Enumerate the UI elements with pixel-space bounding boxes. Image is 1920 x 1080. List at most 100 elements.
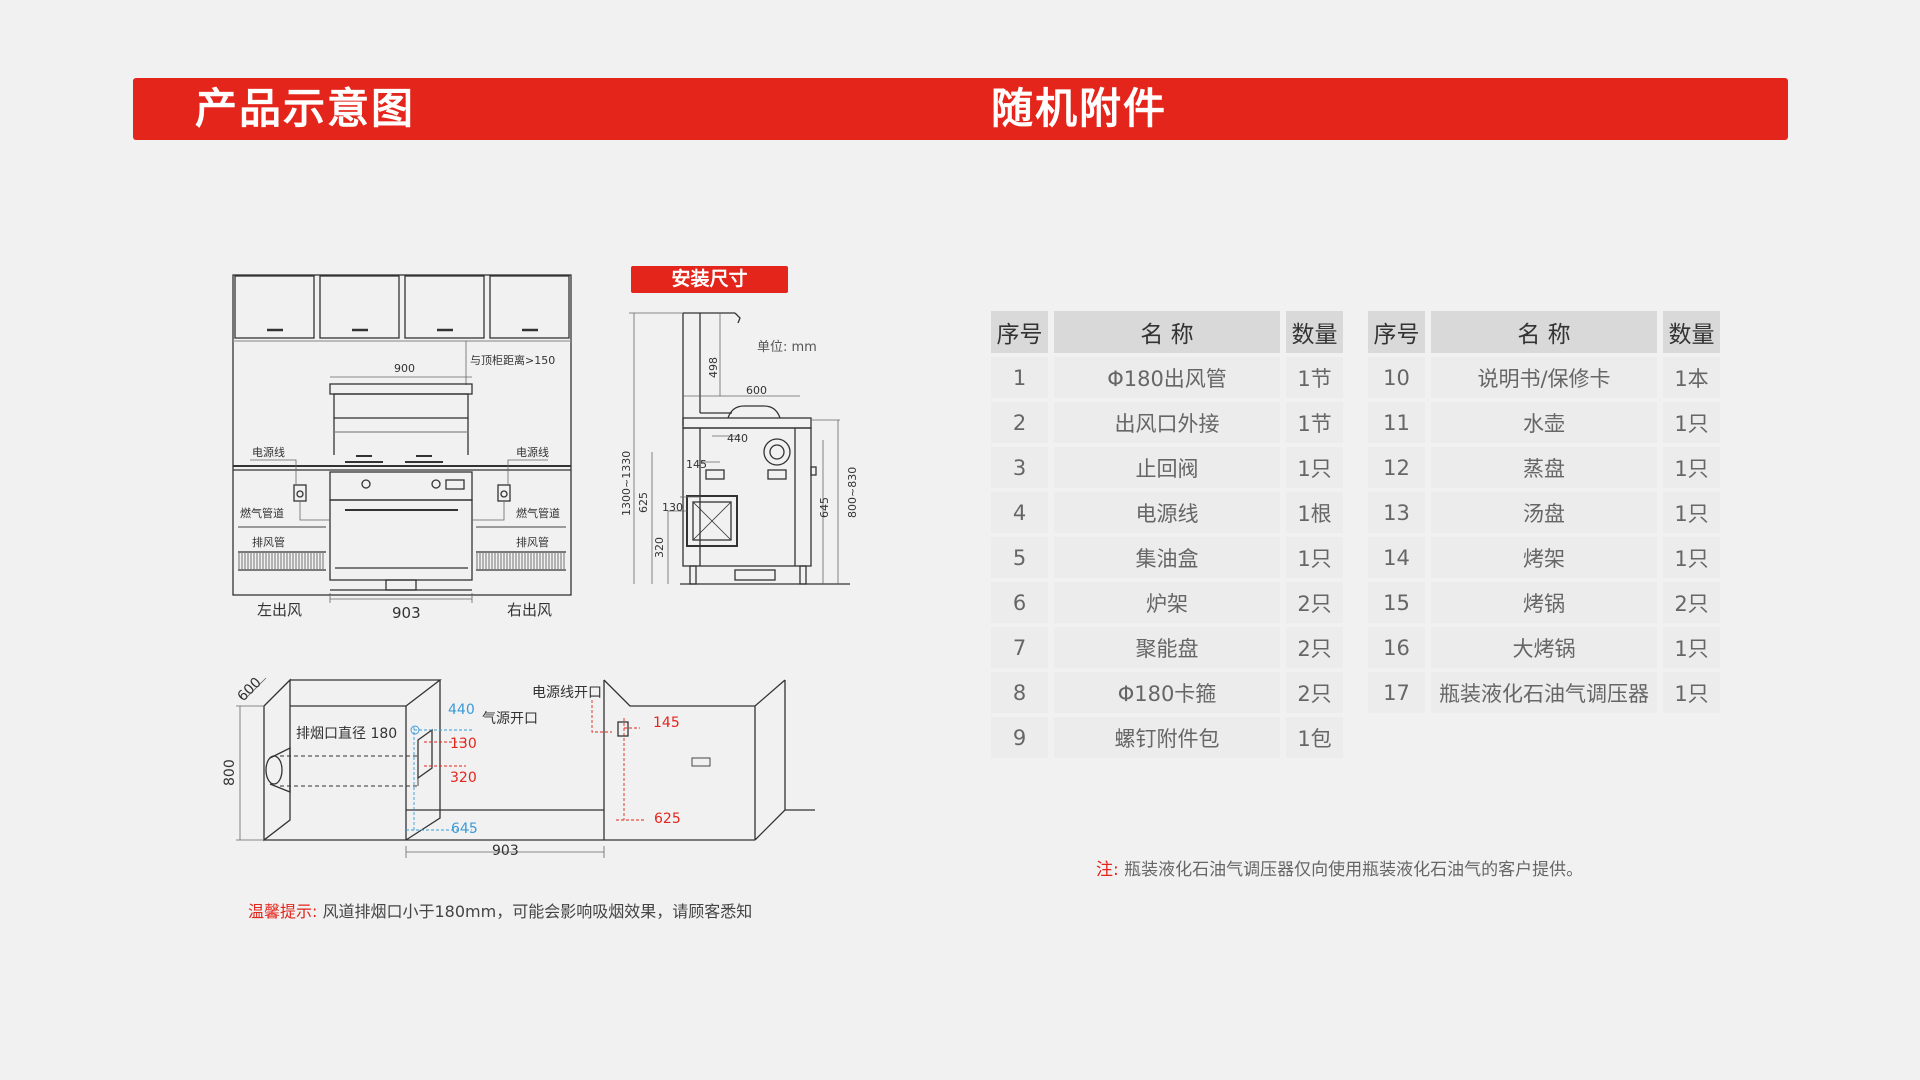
plan-dim-600-label: 600 — [235, 675, 265, 705]
item-name: 电源线 — [1054, 492, 1280, 533]
item-number: 4 — [991, 492, 1048, 533]
warm-tip-text: 风道排烟口小于180mm，可能会影响吸烟效果，请顾客悉知 — [322, 902, 753, 921]
header-banner: 产品示意图 随机附件 — [133, 78, 1788, 140]
gas-pipe-left-label: 燃气管道 — [240, 506, 284, 520]
header-name: 名 称 — [1431, 311, 1657, 353]
item-number: 13 — [1368, 492, 1425, 533]
dim-498-label: 498 — [707, 357, 720, 378]
item-number: 12 — [1368, 447, 1425, 488]
item-number: 7 — [991, 627, 1048, 668]
exhaust-diameter-label: 排烟口直径 180 — [296, 725, 397, 742]
plan-dim-645-label: 645 — [451, 821, 478, 837]
item-quantity: 2只 — [1286, 672, 1343, 713]
item-number: 15 — [1368, 582, 1425, 623]
top-clearance-label: 与顶柜距离>150 — [470, 353, 555, 367]
header-name: 名 称 — [1054, 311, 1280, 353]
upper-cabinet — [319, 275, 400, 339]
note-label: 注: — [1096, 860, 1119, 880]
item-quantity: 1只 — [1663, 672, 1720, 713]
warm-tip-label: 温馨提示: — [248, 902, 318, 921]
front-view-frame — [232, 274, 572, 596]
exhaust-pipe-right-label: 排风管 — [516, 535, 549, 549]
plan-dim-903-label: 903 — [492, 843, 519, 859]
plan-dim-130-label: 130 — [450, 736, 477, 752]
plan-dim-625-label: 625 — [654, 811, 681, 827]
item-quantity: 1只 — [1663, 402, 1720, 443]
item-number: 10 — [1368, 357, 1425, 398]
power-line-left-label: 电源线 — [252, 445, 285, 459]
item-number: 5 — [991, 537, 1048, 578]
item-quantity: 2只 — [1663, 582, 1720, 623]
product-diagram-title: 产品示意图 — [195, 84, 416, 133]
item-name: 烤架 — [1431, 537, 1657, 578]
width-900-label: 900 — [394, 362, 415, 375]
item-quantity: 1包 — [1286, 717, 1343, 758]
item-number: 2 — [991, 402, 1048, 443]
item-number: 3 — [991, 447, 1048, 488]
item-quantity: 1只 — [1663, 627, 1720, 668]
upper-cabinet — [404, 275, 485, 339]
item-name: 聚能盘 — [1054, 627, 1280, 668]
item-name: Φ180卡箍 — [1054, 672, 1280, 713]
header-qty: 数量 — [1286, 311, 1343, 353]
item-quantity: 1只 — [1286, 537, 1343, 578]
item-name: 止回阀 — [1054, 447, 1280, 488]
item-number: 14 — [1368, 537, 1425, 578]
item-name: 螺钉附件包 — [1054, 717, 1280, 758]
table-header-row: 序号 名 称 数量 — [991, 311, 1343, 353]
item-name: 水壶 — [1431, 402, 1657, 443]
accessories-title: 随机附件 — [991, 84, 1168, 133]
cabinet-plan-drawing — [236, 677, 815, 858]
item-number: 11 — [1368, 402, 1425, 443]
item-number: 16 — [1368, 627, 1425, 668]
item-quantity: 1根 — [1286, 492, 1343, 533]
plan-dim-320-label: 320 — [450, 770, 477, 786]
side-view-drawing — [629, 312, 850, 585]
warm-tip: 温馨提示: 风道排烟口小于180mm，可能会影响吸烟效果，请顾客悉知 — [248, 898, 752, 922]
item-name: 烤锅 — [1431, 582, 1657, 623]
item-quantity: 1只 — [1663, 447, 1720, 488]
upper-cabinet — [234, 275, 315, 339]
item-quantity: 2只 — [1286, 582, 1343, 623]
item-name: 炉架 — [1054, 582, 1280, 623]
item-quantity: 2只 — [1286, 627, 1343, 668]
item-quantity: 1只 — [1663, 537, 1720, 578]
dim-625-label: 625 — [637, 492, 650, 513]
item-name: 汤盘 — [1431, 492, 1657, 533]
plan-dim-440-label: 440 — [448, 702, 475, 718]
power-line-right-label: 电源线 — [516, 445, 549, 459]
gas-opening-label: 气源开口 — [482, 711, 538, 727]
installation-size-badge: 安装尺寸 — [631, 266, 788, 293]
unit-label: 单位: mm — [757, 340, 817, 355]
item-number: 9 — [991, 717, 1048, 758]
dim-145-label: 145 — [686, 458, 707, 471]
upper-cabinet — [489, 275, 570, 339]
item-quantity: 1节 — [1286, 402, 1343, 443]
item-name: 说明书/保修卡 — [1431, 357, 1657, 398]
item-number: 8 — [991, 672, 1048, 713]
item-quantity: 1只 — [1663, 492, 1720, 533]
item-quantity: 1本 — [1663, 357, 1720, 398]
dim-800-830-label: 800~830 — [846, 467, 859, 518]
right-outlet-label: 右出风 — [507, 601, 552, 619]
dim-645-label: 645 — [818, 497, 831, 518]
item-quantity: 1节 — [1286, 357, 1343, 398]
header-no: 序号 — [1368, 311, 1425, 353]
plan-dim-800-label: 800 — [222, 759, 238, 786]
